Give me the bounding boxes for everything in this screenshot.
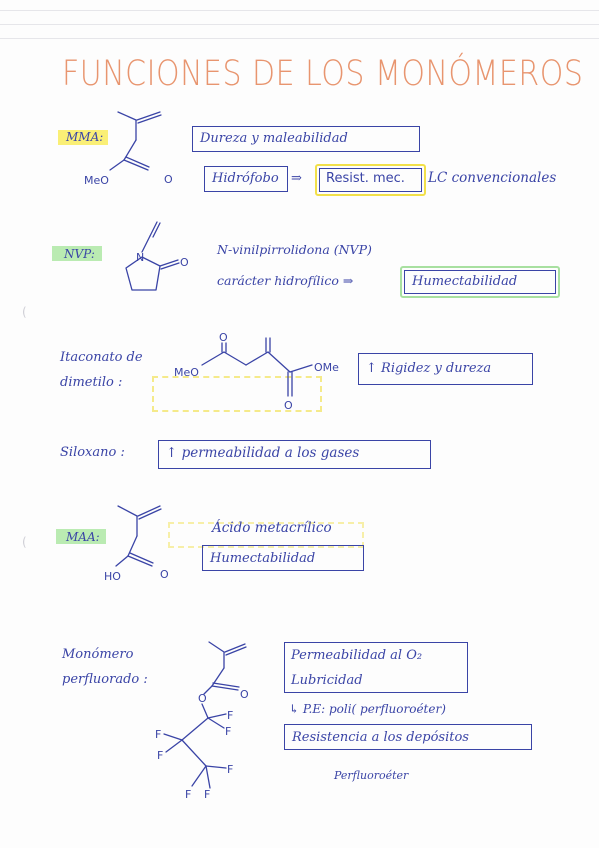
nvp-property-text: carácter hidrofílico ⇒	[217, 273, 354, 288]
itaconato-ome: OMe	[314, 361, 339, 374]
perf-o-carbonyl: O	[240, 688, 249, 701]
ruling-line	[0, 24, 599, 25]
itaconato-structure: O MeO OMe O	[174, 331, 339, 412]
itaconato-property-box	[358, 353, 533, 385]
maa-o: O	[160, 568, 169, 581]
nvp-label: NVP:	[64, 247, 95, 261]
itaconato-label-1: Itaconato de	[60, 350, 143, 365]
perfluoroeter-footer: Perfluoroéter	[334, 769, 409, 782]
mma-property-text: Dureza y maleabilidad	[200, 131, 348, 146]
nvp-name: N-vinilpirrolidona (NVP)	[217, 242, 372, 257]
perf-f: F	[185, 788, 191, 801]
perf-f: F	[155, 728, 161, 741]
lc-text: LC convencionales	[428, 170, 557, 186]
maa-ho: HO	[104, 570, 121, 583]
hidrofobo-box	[204, 166, 288, 192]
resist-box	[319, 168, 422, 192]
margin-mark: (	[22, 535, 27, 549]
mma-structure: MeO O	[84, 111, 173, 187]
perf-f: F	[227, 763, 233, 776]
itaconato-meo: MeO	[174, 366, 199, 379]
siloxano-label: Siloxano :	[60, 445, 125, 460]
perfluorado-label-2: perfluorado :	[62, 672, 148, 687]
perfluorado-resist-box	[284, 724, 532, 750]
perf-f: F	[204, 788, 210, 801]
nvp-structure: N O	[125, 221, 189, 291]
perfluorado-props-box	[284, 642, 468, 693]
itaconato-o-bottom: O	[284, 399, 293, 412]
ruling-line	[0, 38, 599, 39]
nvp-o: O	[180, 256, 189, 269]
maa-dashed-highlight	[168, 522, 364, 548]
hidrofobo-text: Hidrófobo	[212, 171, 279, 186]
mma-property-box	[192, 126, 420, 152]
perf-f: F	[157, 749, 163, 762]
maa-label: MAA:	[66, 530, 100, 544]
perf-f: F	[225, 725, 231, 738]
nvp-humectabilidad-text: Humectabilidad	[412, 274, 518, 289]
margin-mark: (	[22, 305, 27, 319]
maa-humectabilidad-box	[202, 545, 364, 571]
itaconato-label-2: dimetilo :	[60, 375, 123, 390]
perfluorado-prop-1: Permeabilidad al O₂	[291, 648, 423, 663]
maa-structure: HO O	[104, 505, 169, 583]
resist-highlight-box	[315, 164, 426, 196]
nvp-highlight	[52, 246, 102, 261]
siloxano-property-box	[158, 440, 431, 469]
maa-name: Ácido metacrílico	[212, 520, 332, 536]
perf-f: F	[227, 709, 233, 722]
ruling-line	[0, 10, 599, 11]
perfluorado-prop-2: Lubricidad	[291, 673, 363, 688]
itaconato-o-top: O	[219, 331, 228, 344]
mma-highlight	[58, 130, 108, 145]
maa-humectabilidad-text: Humectabilidad	[210, 551, 316, 566]
mma-meo: MeO	[84, 174, 109, 187]
nvp-green-box	[400, 266, 560, 298]
siloxano-property-text: ↑ permeabilidad a los gases	[166, 445, 360, 461]
itaconato-property-text: ↑ Rigidez y dureza	[366, 361, 492, 376]
mma-o: O	[164, 173, 173, 186]
resist-text: Resist. mec.	[326, 171, 405, 186]
perfluorado-resist-text: Resistencia a los depósitos	[292, 730, 469, 745]
page-title: FUNCIONES DE LOS MONÓMEROS	[62, 54, 584, 95]
perfluorado-label-1: Monómero	[62, 647, 134, 662]
itaconato-dashed-highlight	[152, 376, 322, 412]
perfluorado-pe-note: ↳ P.E: poli( perfluoroéter)	[289, 702, 446, 716]
maa-highlight	[56, 529, 106, 544]
nvp-n: N	[136, 251, 144, 264]
perfluorado-structure: O O F F F F F F F	[155, 641, 249, 801]
nvp-humectabilidad-box	[404, 270, 556, 294]
implies-arrow: ⇒	[291, 171, 302, 186]
perf-o-ester: O	[198, 692, 207, 705]
mma-label: MMA:	[66, 130, 104, 144]
